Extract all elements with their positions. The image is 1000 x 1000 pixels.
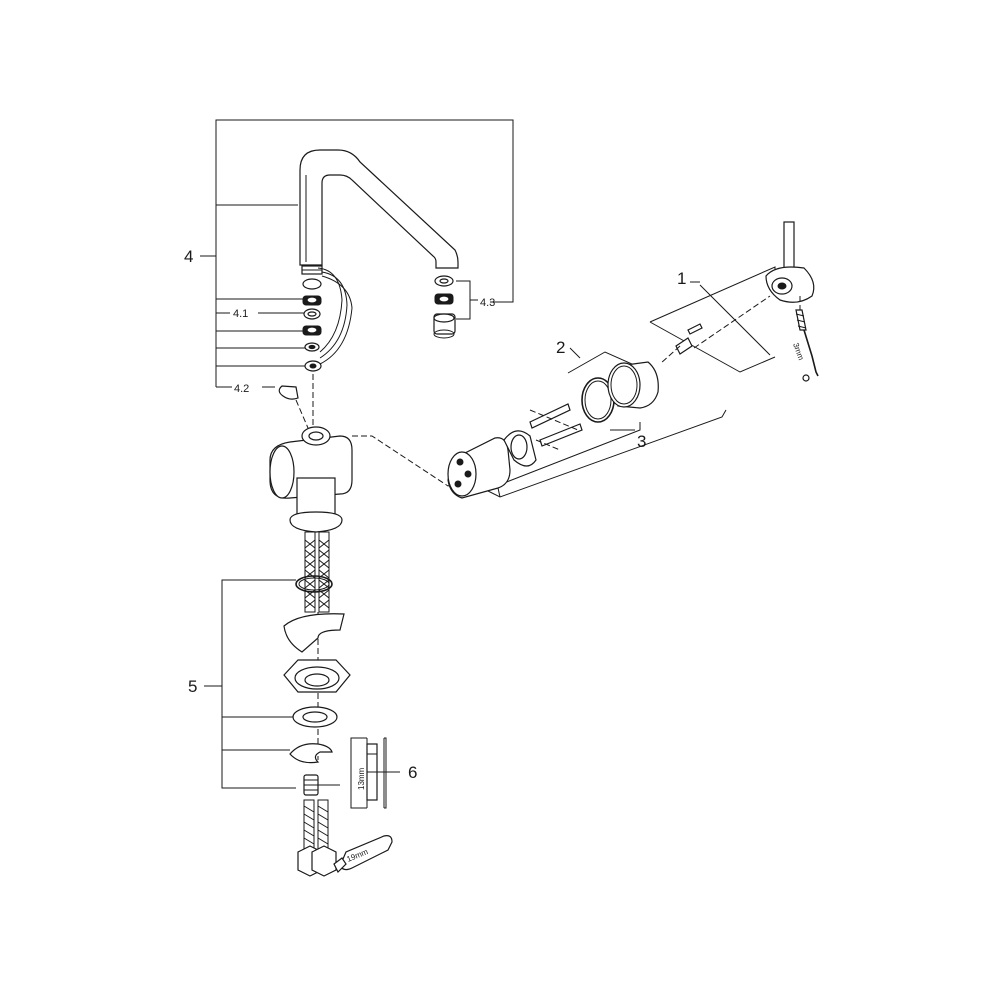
callout-part-6: 6 (408, 763, 417, 782)
hose-connectors (297, 799, 337, 877)
callout-part-4-1: 4.1 (233, 308, 248, 320)
hex-key-size: 3mm (791, 342, 806, 362)
mounting-group-bracket (204, 579, 296, 789)
retaining-clip-4-2 (278, 385, 309, 429)
spout-threads-and-seals (301, 265, 353, 372)
handle-group-bracket (649, 266, 776, 373)
mixer-body (269, 374, 466, 533)
handle-parts: 3mm (659, 221, 819, 382)
supply-hoses (304, 531, 330, 760)
callout-part-3: 3 (637, 432, 646, 451)
callout-part-2: 2 (556, 338, 565, 357)
socket-wrench-tool: 13mm (350, 737, 400, 809)
seal-and-cover-parts (581, 361, 659, 423)
spout-tube (299, 149, 459, 269)
callout-part-1: 1 (677, 269, 686, 288)
cartridge-parts (447, 403, 583, 499)
mounting-parts (283, 575, 351, 796)
callout-part-5: 5 (188, 677, 197, 696)
callout-part-4-3: 4.3 (480, 297, 495, 309)
aerator-parts (433, 275, 478, 339)
spout-group-bracket (200, 119, 514, 388)
open-wrench-tool: 19mm (333, 835, 393, 874)
cartridge-group-bracket (485, 409, 727, 498)
callout-part-4: 4 (184, 247, 193, 266)
socket-wrench-size: 13mm (357, 767, 366, 790)
callout-part-4-2: 4.2 (234, 383, 249, 395)
